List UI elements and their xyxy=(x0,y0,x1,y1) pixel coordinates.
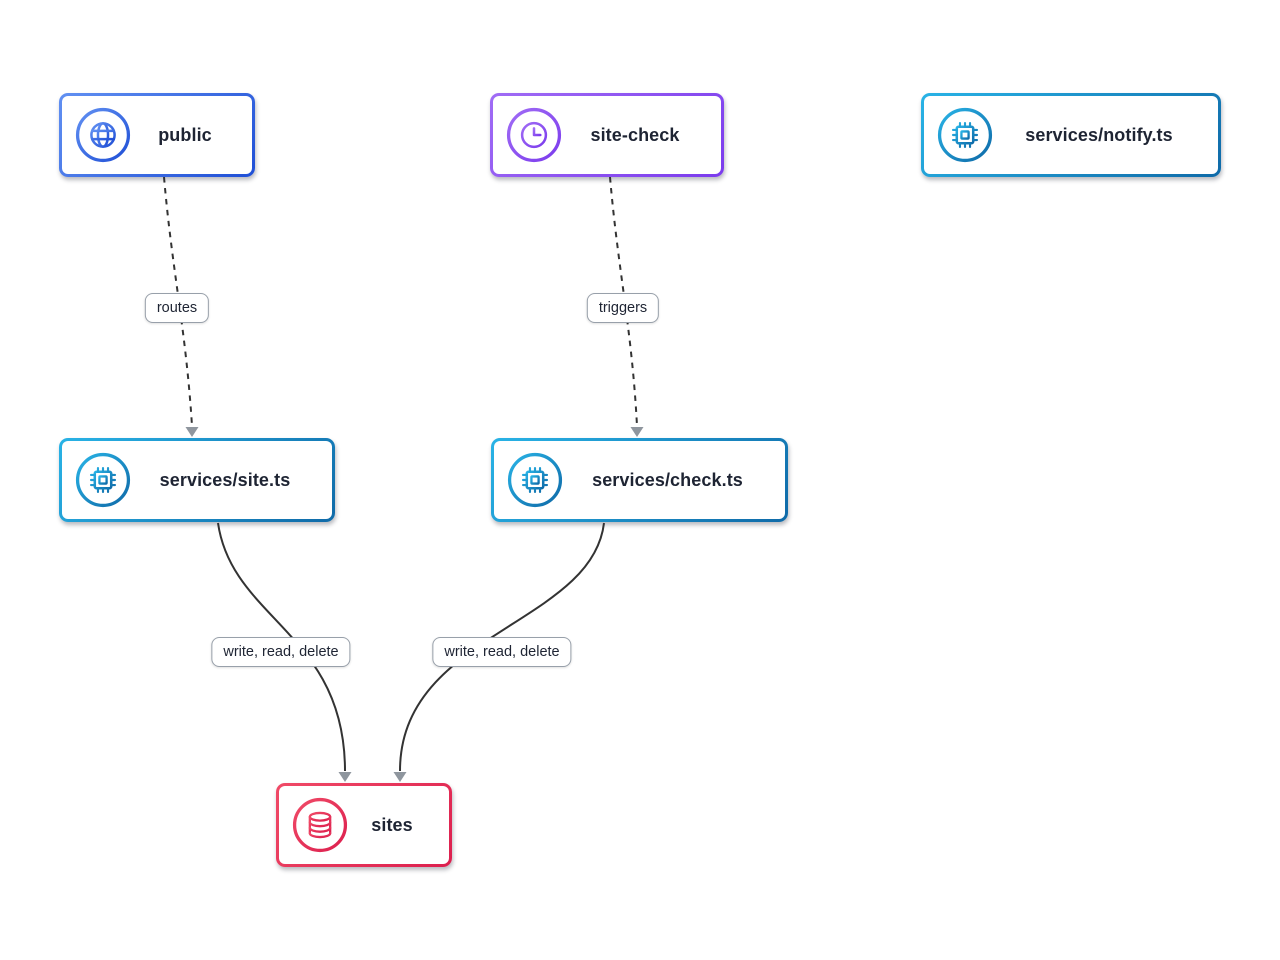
chip-icon xyxy=(74,451,132,509)
clock-icon xyxy=(505,106,563,164)
edge-label-write-read-delete-left: write, read, delete xyxy=(211,637,351,667)
node-services-site[interactable]: services/site.ts xyxy=(59,438,335,522)
arrowhead-icon xyxy=(338,772,352,782)
node-sites[interactable]: sites xyxy=(276,783,452,867)
node-label: services/site.ts xyxy=(159,469,291,490)
arrowhead-icon xyxy=(630,427,644,437)
node-label: public xyxy=(158,124,212,145)
globe-icon xyxy=(74,106,132,164)
edge-label-triggers: triggers xyxy=(586,293,660,323)
node-label: services/notify.ts xyxy=(1025,124,1173,145)
node-label: sites xyxy=(371,814,413,835)
chip-icon xyxy=(506,451,564,509)
node-services-notify[interactable]: services/notify.ts xyxy=(921,93,1221,177)
node-public[interactable]: public xyxy=(59,93,255,177)
database-icon xyxy=(291,796,349,854)
chip-icon xyxy=(936,106,994,164)
edge-label-routes: routes xyxy=(144,293,210,323)
node-services-check[interactable]: services/check.ts xyxy=(491,438,788,522)
node-site-check[interactable]: site-check xyxy=(490,93,724,177)
node-label: site-check xyxy=(590,124,680,145)
arrowhead-icon xyxy=(393,772,407,782)
edge-label-write-read-delete-right: write, read, delete xyxy=(432,637,572,667)
arrowhead-icon xyxy=(185,427,199,437)
node-label: services/check.ts xyxy=(592,469,743,490)
